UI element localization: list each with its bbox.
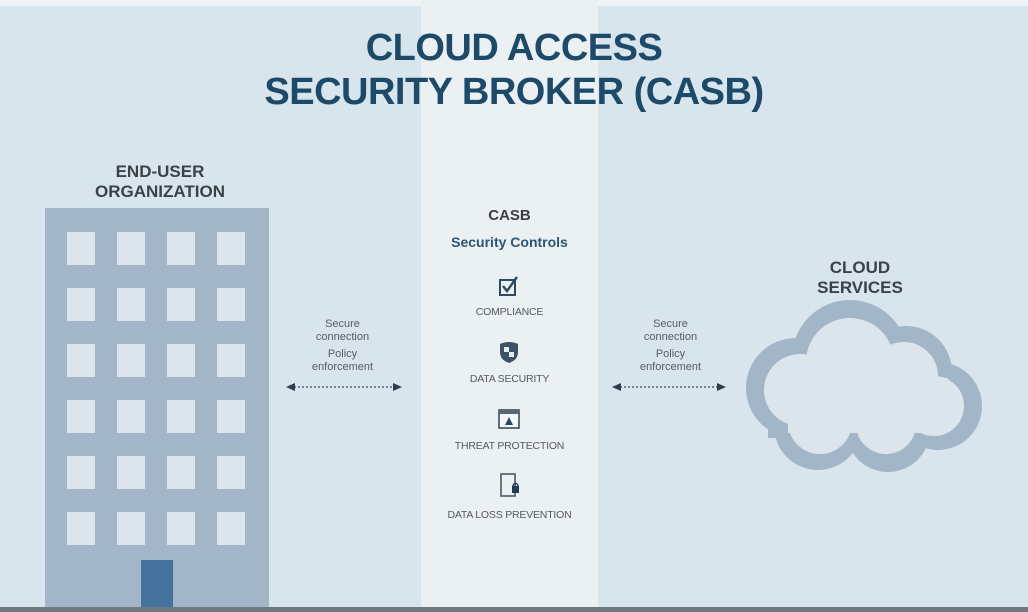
building-window <box>67 456 95 489</box>
building-window <box>117 512 145 545</box>
building-window <box>117 288 145 321</box>
end-user-label-line1: END-USER <box>115 162 205 181</box>
building-window <box>67 232 95 265</box>
building-window <box>167 344 195 377</box>
left-link-line1: Secure <box>325 318 360 330</box>
browser-alert-icon <box>498 409 520 429</box>
control-label-data-security: DATA SECURITY <box>469 373 550 385</box>
casb-title: CASB <box>488 207 531 224</box>
right-link-line1: Secure <box>653 318 688 330</box>
building-door <box>141 560 173 608</box>
building-window <box>67 344 95 377</box>
building-window <box>67 288 95 321</box>
diagram-title-line2: SECURITY BROKER (CASB) <box>264 71 764 113</box>
bottom-border <box>0 607 1028 612</box>
control-label-compliance: COMPLIANCE <box>475 306 544 318</box>
right-link-line3: Policy <box>655 348 686 360</box>
security-controls-subtitle: Security Controls <box>451 234 568 250</box>
right-bidirectional-arrow-icon <box>612 383 726 391</box>
shield-icon <box>500 342 518 363</box>
building-window <box>117 232 145 265</box>
document-lock-icon <box>500 473 519 497</box>
casb-center-band <box>421 0 598 612</box>
end-user-organization-label: END-USER ORGANIZATION <box>60 162 260 202</box>
building-window <box>167 232 195 265</box>
building-window <box>217 512 245 545</box>
building-window <box>67 400 95 433</box>
building-window <box>167 512 195 545</box>
building-window <box>217 232 245 265</box>
building-window <box>117 400 145 433</box>
building-window <box>217 288 245 321</box>
control-label-data-loss-prevention: DATA LOSS PREVENTION <box>447 509 572 521</box>
building-window <box>117 344 145 377</box>
building-window <box>217 456 245 489</box>
cloud-label-line1: CLOUD <box>829 258 891 277</box>
left-link-line2: connection <box>315 331 370 343</box>
building-window <box>167 288 195 321</box>
building-window <box>117 456 145 489</box>
right-connection-label: Secure connection Policy enforcement <box>618 318 723 374</box>
diagram-title-line1: CLOUD ACCESS <box>365 27 663 69</box>
cloud-icon <box>746 300 982 472</box>
right-link-line4: enforcement <box>639 361 702 373</box>
left-connection-label: Secure connection Policy enforcement <box>290 318 395 374</box>
control-label-threat-protection: THREAT PROTECTION <box>454 440 565 452</box>
building-window <box>167 400 195 433</box>
right-link-line2: connection <box>643 331 698 343</box>
cloud-label-line2: SERVICES <box>817 278 903 297</box>
left-bidirectional-arrow-icon <box>286 383 402 391</box>
building-icon <box>45 208 269 608</box>
building-window <box>67 512 95 545</box>
left-link-line4: enforcement <box>311 361 374 373</box>
building-window <box>217 344 245 377</box>
building-window <box>217 400 245 433</box>
cloud-services-label: CLOUD SERVICES <box>790 258 930 298</box>
end-user-label-line2: ORGANIZATION <box>94 182 225 201</box>
left-link-line3: Policy <box>327 348 358 360</box>
checkbox-icon <box>499 276 518 296</box>
building-window <box>167 456 195 489</box>
